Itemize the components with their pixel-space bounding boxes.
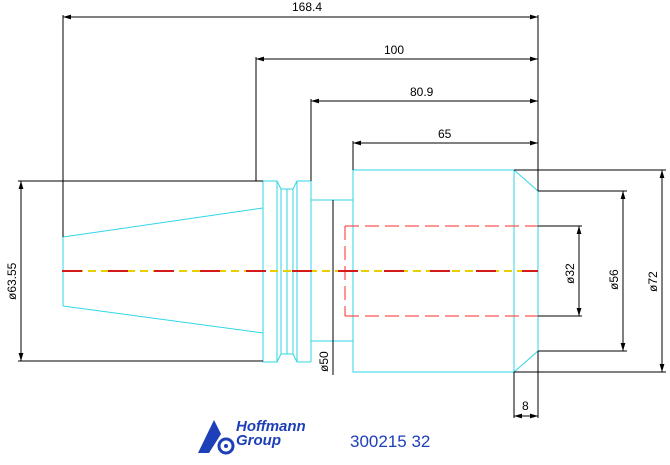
label-dia-32: ø32 [563,263,577,284]
label-8: 8 [522,399,529,413]
logo-triangle [198,420,221,453]
dimension-lines [18,14,666,419]
v-groove-top [276,180,311,190]
logo-gear [217,437,235,455]
hoffmann-logo-text: Hoffmann Group [236,418,306,449]
taper-bottom-edge [62,305,264,334]
logo-line-1: Hoffmann [236,418,306,435]
hoffmann-logo-mark [198,420,235,455]
part-number: 300215 32 [350,432,431,451]
label-dia-50: ø50 [317,351,331,372]
label-80-9: 80.9 [410,85,434,99]
label-dia-72: ø72 [646,271,660,292]
v-groove-bottom [276,353,311,363]
logo-line-2: Group [236,432,281,449]
label-dia-63-55: ø63.55 [5,262,19,300]
label-overall: 168.4 [292,0,322,14]
label-dia-56: ø56 [607,269,621,290]
logo-gear-hub [224,444,228,448]
label-65: 65 [438,127,452,141]
dimension-labels: 168.4 100 80.9 65 8 ø63.55 ø50 ø32 ø56 ø… [5,0,660,413]
label-100: 100 [384,43,404,57]
taper-top-edge [62,207,264,238]
